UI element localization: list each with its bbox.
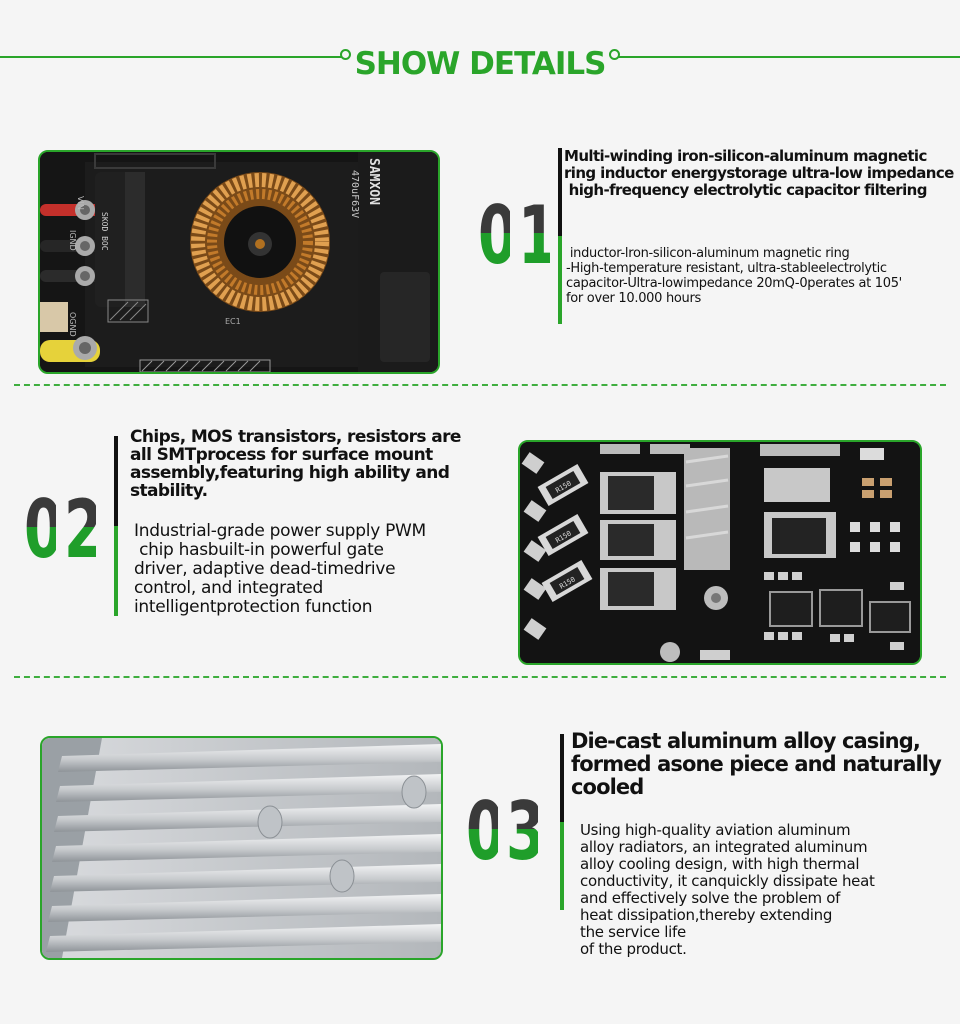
section-3-bar	[560, 734, 564, 910]
aluminum-heatsink-image	[42, 738, 441, 958]
mos-transistor	[600, 568, 676, 610]
mos-transistor	[600, 520, 676, 560]
ec-label: EC1	[225, 317, 241, 326]
section-2-body-line: Industrial-grade power supply PWM	[134, 521, 426, 541]
section-2-heading-line: Chips, MOS transistors, resistors are	[130, 427, 461, 447]
section-2-number-first: 0	[24, 483, 63, 576]
section-2-number: 0 2	[24, 490, 110, 570]
section-2-body-line: control, and integrated	[134, 578, 323, 598]
section-1-bar	[558, 148, 562, 324]
section-2-image: R150 R150 R150	[518, 440, 922, 665]
section-3-body-line: of the product.	[580, 940, 687, 958]
section-1-body-line: -High-temperature resistant, ultra-stabl…	[566, 261, 887, 276]
ignd-label: IGND	[68, 230, 77, 251]
section-3-heading-line: Die-cast aluminum alloy casing,	[571, 729, 921, 753]
section-2-body: Industrial-grade power supply PWM chip h…	[134, 522, 426, 617]
section-3-body-line: alloy cooling design, with high thermal	[580, 855, 860, 873]
section-2-number-second: 2	[64, 483, 103, 576]
header-dot-right	[609, 49, 620, 60]
pcb-inductor-image: VIN IGND OGND SKOD BOC EC1 SAMXON 470uF6…	[40, 152, 438, 372]
header-dot-left	[340, 49, 351, 60]
cap-side-label: SKOD BOC	[100, 212, 109, 251]
section-2-heading: Chips, MOS transistors, resistors are al…	[130, 428, 461, 500]
section-1-number-first: 0	[478, 189, 517, 282]
cap-brand-label: SAMXON	[366, 158, 381, 205]
smt-resistor: R150	[537, 513, 589, 557]
pcb-smt-components-image: R150 R150 R150	[520, 442, 920, 663]
header-line-right	[618, 56, 960, 58]
smt-resistor: R150	[541, 559, 593, 603]
section-3-body-line: heat dissipation,thereby extending	[580, 906, 833, 924]
ognd-label: OGND	[68, 312, 77, 337]
page-title: SHOW DETAILS	[354, 46, 607, 82]
section-1-image: VIN IGND OGND SKOD BOC EC1 SAMXON 470uF6…	[38, 150, 440, 374]
section-2-heading-line: stability.	[130, 481, 208, 501]
section-separator-1	[14, 384, 946, 386]
section-3-body-line: and effectively solve the problem of	[580, 889, 841, 907]
cap-rating-label: 470uF63V	[349, 170, 360, 218]
section-3-number-first: 0	[466, 785, 505, 878]
section-3-body: Using high-quality aviation aluminum all…	[580, 822, 875, 958]
section-2-body-line: chip hasbuilt-in powerful gate	[134, 540, 384, 560]
section-2-body-line: driver, adaptive dead-timedrive	[134, 559, 396, 579]
header-line-left	[0, 56, 342, 58]
section-1-body-line: capacitor-Ultra-lowimpedance 20mQ-0perat…	[566, 276, 902, 291]
section-1-heading-line: ring inductor energystorage ultra-low im…	[564, 164, 954, 182]
smt-resistor: R150	[537, 463, 589, 507]
section-1-body-line: inductor-lron-silicon-aluminum magnetic …	[566, 246, 850, 261]
section-3-body-line: conductivity, it canquickly dissipate he…	[580, 872, 875, 890]
section-3-heading-line: formed asone piece and naturally	[571, 752, 942, 776]
heatsink-fins	[46, 744, 441, 952]
section-1-number: 0 1	[478, 196, 564, 276]
section-1-heading: Multi-winding iron-silicon-aluminum magn…	[564, 148, 954, 199]
section-2-bar	[114, 436, 118, 616]
section-3-number: 0 3	[466, 792, 552, 872]
section-1-body-line: for over 10.000 hours	[566, 291, 701, 306]
section-separator-2	[14, 676, 946, 678]
section-1-heading-line: Multi-winding iron-silicon-aluminum magn…	[564, 147, 927, 165]
section-2-heading-line: assembly,featuring high ability and	[130, 463, 450, 483]
section-3-heading: Die-cast aluminum alloy casing, formed a…	[571, 729, 942, 799]
section-1-heading-line: high-frequency electrolytic capacitor fi…	[564, 181, 928, 199]
section-2-body-line: intelligentprotection function	[134, 597, 373, 617]
vin-label: VIN	[76, 196, 85, 210]
section-3-heading-line: cooled	[571, 775, 644, 799]
section-2-heading-line: all SMTprocess for surface mount	[130, 445, 433, 465]
section-3-image	[40, 736, 443, 960]
toroid-inductor	[190, 172, 330, 312]
section-3-body-line: the service life	[580, 923, 686, 941]
section-3-body-line: Using high-quality aviation aluminum	[580, 821, 851, 839]
section-3-number-second: 3	[506, 785, 545, 878]
section-3-body-line: alloy radiators, an integrated aluminum	[580, 838, 868, 856]
section-1-body: inductor-lron-silicon-aluminum magnetic …	[566, 246, 902, 306]
mos-transistor	[600, 472, 676, 514]
section-1-number-second: 1	[518, 189, 557, 282]
